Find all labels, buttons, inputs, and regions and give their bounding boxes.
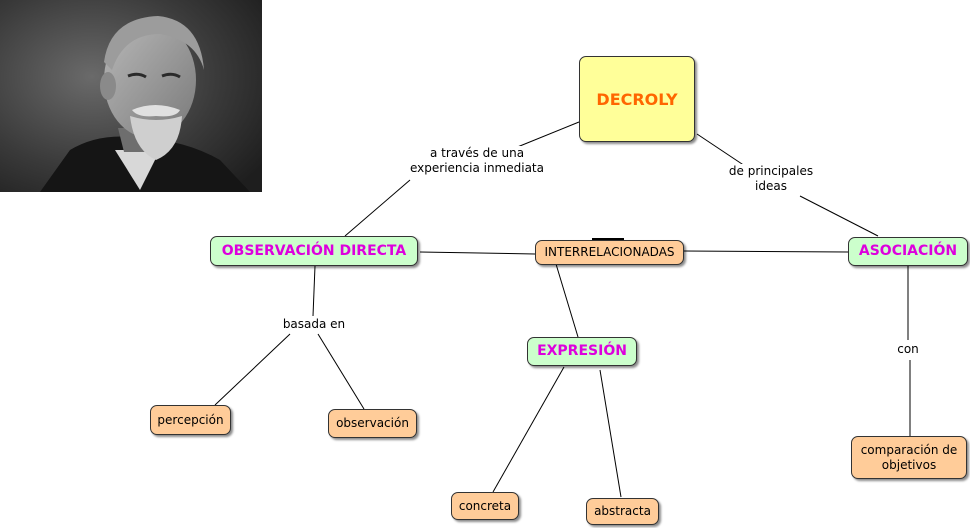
link-expresion-concreta xyxy=(492,366,565,493)
node-observacion-directa[interactable]: OBSERVACIÓN DIRECTA xyxy=(210,236,418,266)
link-label-a-traves-line2: experiencia inmediata xyxy=(409,161,544,175)
link-marker xyxy=(592,238,624,241)
node-percepcion-label: percepción xyxy=(157,412,224,427)
node-abstracta-label: abstracta xyxy=(594,504,651,518)
node-interrelacionadas-label: INTERRELACIONADAS xyxy=(544,245,675,259)
link-label-basada-en: basada en xyxy=(276,317,352,332)
link-label-basada-en-text: basada en xyxy=(282,317,346,331)
link-decroly-label1 xyxy=(509,121,580,151)
link-basada-percepcion xyxy=(214,333,291,406)
node-percepcion[interactable]: percepción xyxy=(150,405,231,435)
link-interrelacionadas-asociacion xyxy=(683,250,849,253)
link-observacion-interrelacionadas xyxy=(419,251,536,255)
link-label-de-principales: de principales ideas xyxy=(722,164,820,194)
node-expresion-label: EXPRESIÓN xyxy=(537,343,627,359)
node-observacion-label: observación xyxy=(336,416,409,430)
link-label1-observacion xyxy=(344,179,411,237)
node-asociacion-label: ASOCIACIÓN xyxy=(858,243,958,259)
node-concreta[interactable]: concreta xyxy=(451,492,519,520)
link-interrelacionadas-expresion xyxy=(555,263,579,338)
link-label2-asociacion xyxy=(799,195,879,237)
node-expresion[interactable]: EXPRESIÓN xyxy=(527,337,637,366)
node-interrelacionadas[interactable]: INTERRELACIONADAS xyxy=(535,240,684,265)
node-observacion[interactable]: observación xyxy=(328,409,417,438)
link-label-de-principales-line1: de principales xyxy=(728,164,814,178)
link-observacion-basada xyxy=(312,265,316,317)
link-decroly-label2 xyxy=(696,133,746,167)
node-decroly[interactable]: DECROLY xyxy=(579,56,695,142)
portrait-photo xyxy=(0,0,262,192)
node-concreta-label: concreta xyxy=(458,498,512,513)
node-comparacion-label-line1: comparación de xyxy=(860,442,958,457)
node-abstracta[interactable]: abstracta xyxy=(586,498,659,525)
node-decroly-label: DECROLY xyxy=(596,89,678,109)
node-comparacion-label-line2: objetivos xyxy=(881,457,937,472)
node-comparacion-de-objetivos[interactable]: comparación de objetivos xyxy=(851,436,967,479)
link-label-a-traves: a través de una experiencia inmediata xyxy=(406,146,548,176)
link-basada-observacion-leaf xyxy=(317,333,365,410)
link-label-con-text: con xyxy=(897,342,919,356)
node-asociacion[interactable]: ASOCIACIÓN xyxy=(848,237,968,266)
link-label-a-traves-line1: a través de una xyxy=(429,146,525,160)
link-label-con: con xyxy=(893,342,923,357)
link-label-de-principales-line2: ideas xyxy=(755,179,787,193)
node-observacion-directa-label: OBSERVACIÓN DIRECTA xyxy=(221,242,407,259)
link-expresion-abstracta xyxy=(599,369,622,498)
